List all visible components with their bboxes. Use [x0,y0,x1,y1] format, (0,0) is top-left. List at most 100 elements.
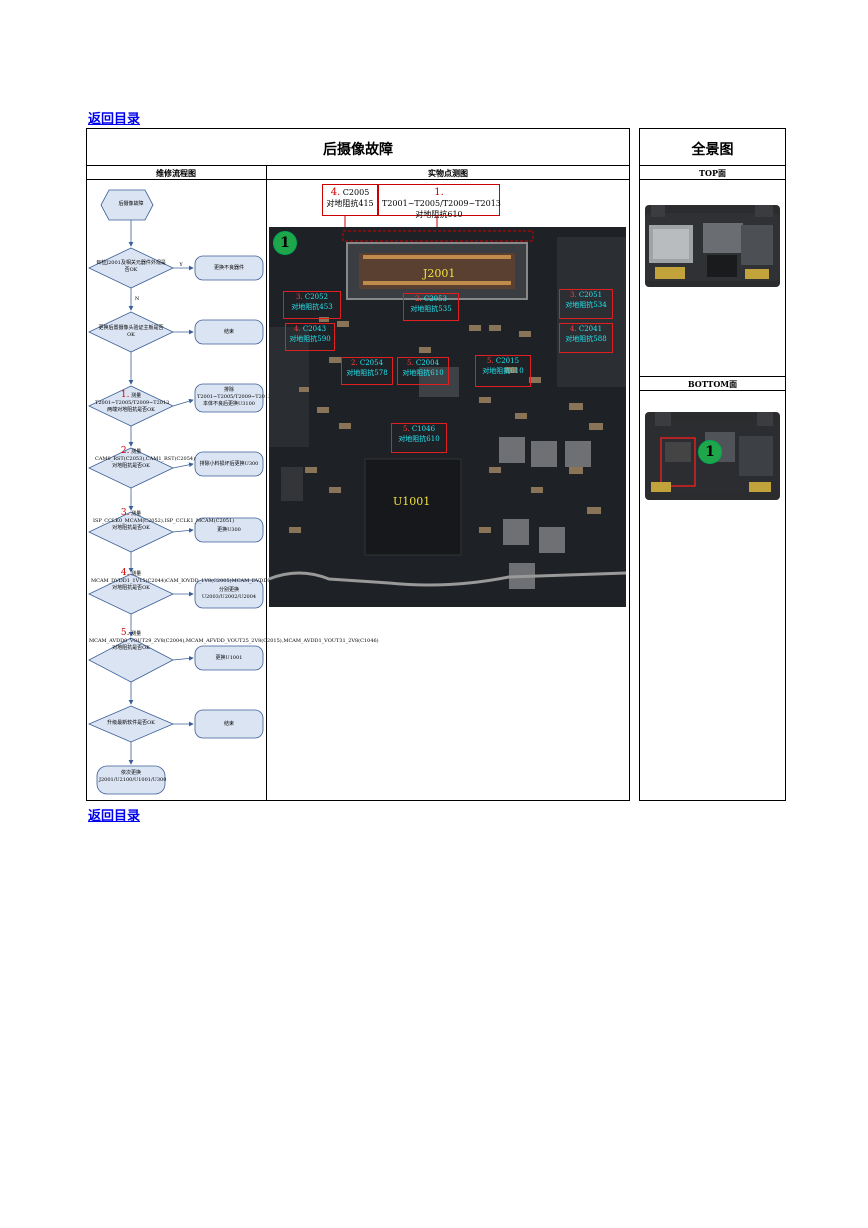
callout-c2005: 4. C2005 对地阻抗415 [322,184,378,216]
tag-c2051: 3. C2051 对地阻抗534 [559,289,613,319]
tag-c2052: 3. C2052 对地阻抗453 [283,291,341,319]
flow-a1-text: 更换不良器件 [213,265,244,271]
tag-c2004-value: 对地阻抗610 [402,369,444,377]
flowchart-shapes [87,189,264,795]
tag-c2054-num: 2. [350,359,358,367]
top-board-image [645,205,780,287]
flow-a5-text: 更换U300 [217,527,241,533]
flow-q7-label: 测量MCAM_AVDD0_VOUT29_2V8(C2004),MCAM_AFVD… [89,631,379,651]
flow-q2-text: 更换后置摄像头验证主板是否OK [98,325,164,338]
callout-c2005-num: 4. [330,187,341,198]
board-photo: 1 J2001 U1001 3. C2052 对地阻抗453 2. C2053 … [269,227,626,607]
tag-c2004-ref: C2004 [415,359,440,367]
flow-end-node [96,765,166,795]
column-header-flow: 维修流程图 [156,168,196,178]
flow-action-3 [194,383,264,413]
flow-q6-text: 4. 测量MCAM_DVDD1_1V15(C2044)CAM_IOVDD_1V8… [91,568,307,592]
divider [86,165,630,166]
step-4-marker: 4. [120,568,130,578]
photo-location-badge: 1 [273,231,297,255]
divider [86,179,630,180]
tag-c1046-ref: C1046 [411,425,436,433]
repair-flowchart: 后摄像故障 目检J2001及相关元器件外观是否OK 更换不良器件 更换后置摄像头… [87,180,379,798]
divider [266,165,267,801]
flow-yes-label: Y [179,262,183,268]
panorama-title: 全景图 [691,142,734,158]
flow-a7-text: 更换U1001 [215,655,243,661]
tag-c1046-num: 5. [402,425,410,433]
flow-start-text: 后摄像故障 [118,201,144,207]
bottom-side-label: BOTTOM面 [687,379,738,389]
tag-c2015-value: 对地阻抗610 [482,367,524,375]
tag-c2015: 5. C2015 对地阻抗610 [475,355,531,387]
tag-c2015-ref: C2015 [495,357,520,365]
tag-c1046: 5. C1046 对地阻抗610 [391,423,447,453]
callout-c2005-ref: C2005 [342,188,370,197]
flow-action-6 [194,579,264,609]
divider [639,390,786,391]
flow-q8-text: 升级最新软件是否OK [107,720,155,726]
flow-no-label: N [134,296,140,302]
flow-a4-text: 排除小料损坏后更换U300 [199,461,259,467]
tag-c2043: 4. C2043 对地阻抗590 [285,323,335,351]
flow-q4-text: 2. 测量CAM0_RST(C2053),CAM1_RST(C2054)对地阻抗… [95,446,195,470]
tag-c2043-ref: C2043 [302,325,327,333]
callout-transformers-value: 对地阻抗610 [415,210,463,219]
tag-c2043-value: 对地阻抗590 [289,335,331,343]
flow-q1-text: 目检J2001及相关元器件外观是否OK [96,260,166,273]
tag-c2051-ref: C2051 [578,291,603,299]
flow-action-4 [194,451,264,477]
back-to-toc-link-top[interactable]: 返回目录 [88,112,141,127]
callout-transformers: 1. T2001~T2005/T2009~T2013 对地阻抗610 [378,184,501,219]
flow-a3-text: 排除T2001~T2005/T2009~T2013本体不良后更换U3100 [197,387,272,407]
chip-label-u1001: U1001 [393,495,431,508]
board-photo-art [269,227,626,607]
step-1-marker: 1. [120,390,130,400]
flow-q6-label: 测量MCAM_DVDD1_1V15(C2044)CAM_IOVDD_1V8(C2… [91,571,307,591]
tag-c2053-num: 2. [414,295,422,303]
flow-a2-text: 结束 [223,329,234,335]
flow-q7-text: 5. 测量MCAM_AVDD0_VOUT29_2V8(C2004),MCAM_A… [89,629,379,652]
step-2-marker: 2. [120,446,130,456]
panorama-table [639,128,786,801]
flow-start-node [100,189,154,221]
tag-c2041-num: 4. [569,325,577,333]
tag-c2053: 2. C2053 对地阻抗535 [403,293,459,321]
column-header-photo: 实物点测图 [428,168,468,178]
tag-c2052-num: 3. [295,293,303,301]
main-title: 后摄像故障 [323,142,393,158]
callout-transformers-ref: T2001~T2005/T2009~T2013 [382,199,501,208]
tag-c2041-value: 对地阻抗588 [565,335,607,343]
tag-c2041-ref: C2041 [578,325,603,333]
tag-c2054-ref: C2054 [359,359,384,367]
callout-c2005-value: 对地阻抗415 [326,199,374,208]
flow-q4-label: 测量CAM0_RST(C2053),CAM1_RST(C2054)对地阻抗是否O… [95,449,196,469]
tag-c2015-num: 5. [486,357,494,365]
tag-c2043-num: 4. [293,325,301,333]
tag-c2054: 2. C2054 对地阻抗578 [341,357,393,385]
tag-c2004-num: 5. [406,359,414,367]
back-to-toc-link-bottom[interactable]: 返回目录 [88,809,141,824]
tag-c2051-value: 对地阻抗534 [565,301,607,309]
flow-a8-text: 结束 [223,721,234,727]
bottom-location-badge: 1 [698,440,722,464]
flow-action-2 [194,319,264,345]
divider [639,165,786,166]
tag-c2053-ref: C2053 [423,295,448,303]
tag-c2004: 5. C2004 对地阻抗610 [397,357,449,385]
top-side-label: TOP面 [699,168,726,178]
flow-q5-label: 测量ISP_CCLK0_MCAM(C2052),ISP_CCLK1_MCAM(C… [93,511,235,531]
tag-c1046-value: 对地阻抗610 [398,435,440,443]
flow-action-5 [194,517,264,543]
tag-c2052-value: 对地阻抗453 [291,303,333,311]
divider [639,179,786,180]
main-table [86,128,630,801]
tag-c2053-value: 对地阻抗535 [410,305,452,313]
tag-c2052-ref: C2052 [304,293,329,301]
flow-a6-text: 分别更换U2003/U2002/U2004 [201,587,257,600]
tag-c2054-value: 对地阻抗578 [346,369,388,377]
callout-transformers-num: 1. [434,187,444,198]
flow-end-text: 依次更换J2001/U2100/U1001/U300 [99,770,167,783]
tag-c2041: 4. C2041 对地阻抗588 [559,323,613,353]
flow-q3-label: 测量T2001~T2005/T2009~T2013两端对地阻抗是否OK [95,393,170,413]
